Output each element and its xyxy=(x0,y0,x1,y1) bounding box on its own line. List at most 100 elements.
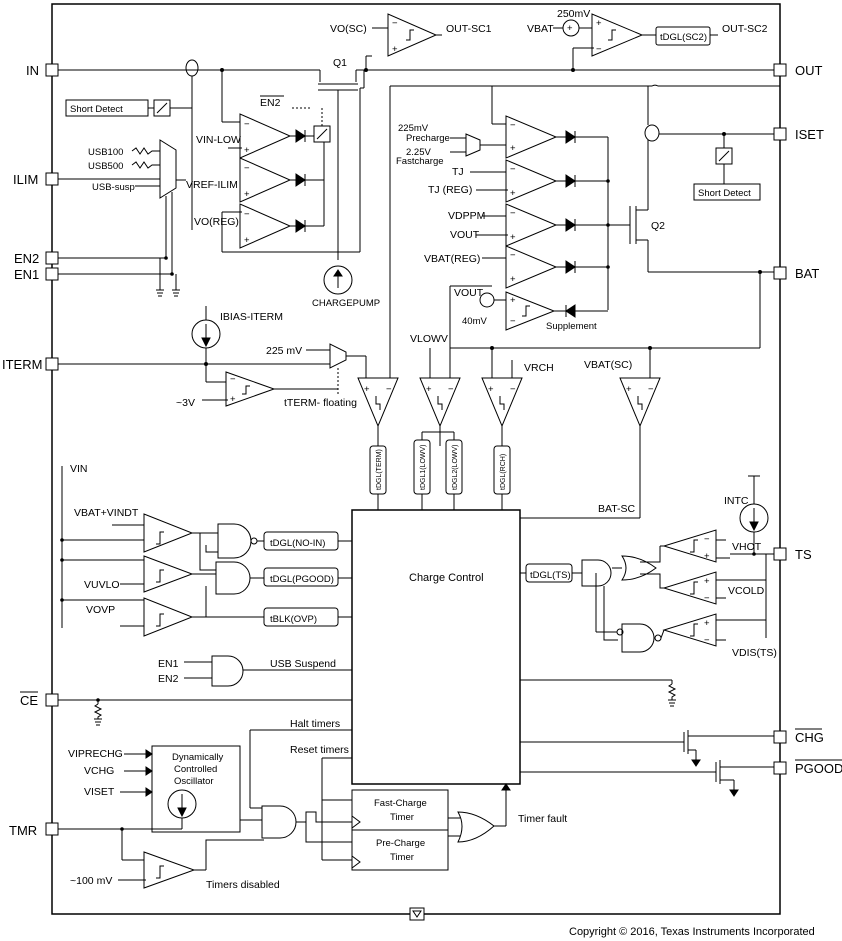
charge-control-block xyxy=(351,509,521,785)
out-sc2-comparator: VBAT 250mV + + − tDGL(SC2) OUT-SC2 xyxy=(527,8,768,57)
v-cold-label: VCOLD xyxy=(728,585,765,597)
tj-reg-label: TJ (REG) xyxy=(428,184,472,196)
t-blk-ovp-label: tBLK(OVP) xyxy=(270,614,317,625)
svg-text:−: − xyxy=(704,593,710,604)
v-rch-label: VRCH xyxy=(524,362,554,374)
svg-text:+: + xyxy=(510,188,516,199)
precharge-label: Precharge xyxy=(406,133,450,144)
fast-charge-timer xyxy=(351,789,449,831)
v-bat-sc-label: VBAT(SC) xyxy=(584,359,632,371)
v-chg-label: VCHG xyxy=(84,765,114,777)
t-dgl2-lowv-label: tDGL2(LOWV) xyxy=(452,444,459,490)
svg-text:−: − xyxy=(244,209,250,220)
svg-text:Timer: Timer xyxy=(390,812,414,823)
out-sc2-label: OUT-SC2 xyxy=(722,23,768,35)
pin-ilim xyxy=(45,172,59,186)
t-term-floating-label: tTERM- floating xyxy=(284,397,357,409)
v-bat-vindt-label: VBAT+VINDT xyxy=(74,507,139,519)
vo-reg-label: VO(REG) xyxy=(194,216,239,228)
svg-text:+: + xyxy=(626,384,632,395)
pin-label-ilim: ILIM xyxy=(13,172,38,187)
pin-label-pgood: PGOOD xyxy=(795,761,842,776)
svg-text:−: − xyxy=(510,208,516,219)
pin-pgood xyxy=(773,761,787,775)
svg-text:+: + xyxy=(704,618,710,629)
svg-text:+: + xyxy=(244,145,250,156)
t-dgl-ts-label: tDGL(TS) xyxy=(530,570,571,581)
svg-text:tDGL(SC2): tDGL(SC2) xyxy=(660,32,707,43)
oscillator-block xyxy=(151,745,241,833)
svg-text:+: + xyxy=(704,576,710,587)
pin-label-out: OUT xyxy=(795,63,823,78)
svg-text:+: + xyxy=(230,394,236,405)
vin-low-label: VIN-LOW xyxy=(196,134,241,146)
pin-out xyxy=(773,63,787,77)
timers-disabled-label: Timers disabled xyxy=(206,879,280,891)
current-loop: 225mV Precharge 2.25V Fastcharge − + TJ … xyxy=(389,84,780,378)
timer-section: Halt timers Reset timers Dynamically Con… xyxy=(58,718,567,891)
pin-tmr xyxy=(45,822,59,836)
pin-label-in: IN xyxy=(26,63,39,78)
out-sc1-label: OUT-SC1 xyxy=(446,23,492,35)
svg-text:+: + xyxy=(244,189,250,200)
vin-monitor: VIN VBAT+VINDT tDGL(NO-IN) VUVLO tDGL(PG… xyxy=(60,463,352,637)
gnd-pin-triangle-icon xyxy=(412,910,422,918)
vbat-label: VBAT xyxy=(527,23,554,35)
v-iprechg-label: VIPRECHG xyxy=(68,748,123,760)
pin-label-ce: CE xyxy=(20,693,38,708)
svg-text:−: − xyxy=(510,384,516,395)
i-ntc-label: INTC xyxy=(724,495,749,507)
en2-label: EN2 xyxy=(158,673,179,685)
chargepump: CHARGEPUMP xyxy=(312,265,380,309)
pin-chg xyxy=(773,730,787,744)
reset-timers-label: Reset timers xyxy=(290,744,349,756)
t-dgl-term-label: tDGL(TERM) xyxy=(376,449,383,490)
svg-text:Short Detect: Short Detect xyxy=(698,188,751,199)
t-dgl-pgood-label: tDGL(PGOOD) xyxy=(270,574,334,585)
t-dgl1-lowv-label: tDGL1(LOWV) xyxy=(420,444,427,490)
v-hot-label: VHOT xyxy=(732,541,762,553)
svg-text:Dynamically: Dynamically xyxy=(172,752,223,763)
v-iset-label: VISET xyxy=(84,786,115,798)
en2-bar-label: EN2 xyxy=(260,97,281,109)
svg-text:+: + xyxy=(488,384,494,395)
timer-fault-label: Timer fault xyxy=(518,813,567,825)
mv225-label: 225 mV xyxy=(266,345,302,357)
svg-text:Short Detect: Short Detect xyxy=(70,104,123,115)
vo-sc-label: VO(SC) xyxy=(330,23,367,35)
pin-label-chg: CHG xyxy=(795,730,824,745)
ts-monitor: INTC − + VHOT + − VCOLD + − VDIS(TS) xyxy=(520,475,777,707)
v-bat-reg-label: VBAT(REG) xyxy=(424,253,480,265)
iterm-section: IBIAS-ITERM 225 mV − + ~3V tTERM- floati… xyxy=(58,306,367,409)
svg-text:−: − xyxy=(448,384,454,395)
svg-text:+: + xyxy=(510,232,516,243)
mid-comparators: + − VLOWV + − VRCH + − VBAT(SC) + − BAT-… xyxy=(357,333,661,519)
v-ovp-label: VOVP xyxy=(86,604,115,616)
precharge-mv-label: 225mV xyxy=(398,123,429,134)
usb500-label: USB500 xyxy=(88,161,123,172)
mv250-label: 250mV xyxy=(557,8,590,20)
input-regulation: Short Detect − + VIN-LOW − + VREF-ILIM −… xyxy=(58,70,365,297)
svg-text:−: − xyxy=(244,163,250,174)
svg-text:Fast-Charge: Fast-Charge xyxy=(374,798,427,809)
svg-text:+: + xyxy=(510,295,516,306)
svg-text:−: − xyxy=(392,18,398,29)
svg-text:Oscillator: Oscillator xyxy=(174,776,214,787)
pin-label-tmr: TMR xyxy=(9,823,37,838)
t-dgl-noin-label: tDGL(NO-IN) xyxy=(270,538,325,549)
usb-suspend-label: USB Suspend xyxy=(270,658,336,670)
usb100-label: USB100 xyxy=(88,147,123,158)
pin-label-iset: ISET xyxy=(795,127,824,142)
pin-label-bat: BAT xyxy=(795,266,819,281)
tj-label: TJ xyxy=(452,166,464,178)
svg-text:+: + xyxy=(510,274,516,285)
pin-label-iterm: ITERM xyxy=(2,357,42,372)
mv40-label: 40mV xyxy=(462,316,487,327)
v3-label: ~3V xyxy=(176,397,195,409)
short-detect-right xyxy=(693,183,761,201)
v-uvlo-label: VUVLO xyxy=(84,579,120,591)
v-out-label: VOUT xyxy=(450,229,480,241)
svg-text:+: + xyxy=(596,18,602,29)
pin-en2 xyxy=(45,251,59,265)
svg-text:−: − xyxy=(386,384,392,395)
